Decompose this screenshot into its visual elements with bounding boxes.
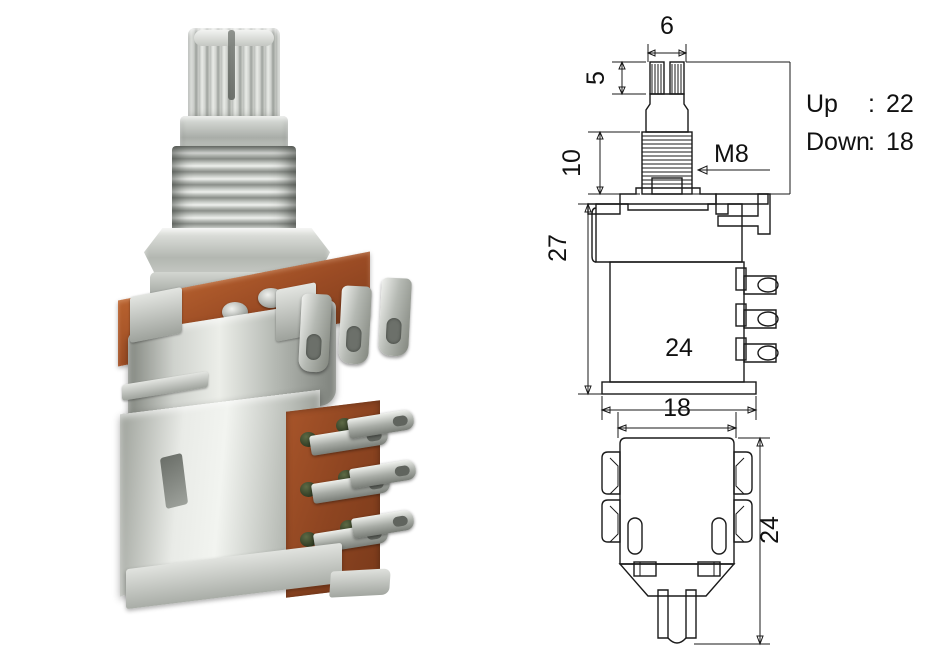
dim-bottom-width: 18 bbox=[663, 394, 691, 422]
dim-total-height: 27 bbox=[544, 234, 572, 262]
shaft-split-slot bbox=[228, 30, 235, 100]
pot-terminal bbox=[337, 285, 373, 365]
dim-bottom-depth: 24 bbox=[756, 516, 784, 544]
pot-terminal bbox=[297, 293, 333, 373]
note-up-separator: : bbox=[868, 90, 875, 118]
dim-shaft-split-height: 5 bbox=[582, 71, 610, 85]
ground-tab bbox=[329, 568, 391, 598]
note-up-value: 22 bbox=[886, 90, 914, 118]
dim-total-width: 24 bbox=[665, 334, 693, 362]
dim-thread-spec: M8 bbox=[714, 140, 749, 168]
dim-thread-length: 10 bbox=[558, 149, 586, 177]
side-elevation-drawing: 6 5 bbox=[544, 12, 791, 420]
bottom-plan-drawing: 18 bbox=[601, 394, 784, 646]
technical-drawings: 6 5 bbox=[470, 0, 950, 665]
stroke-notes: Up : 22 Down : 18 bbox=[806, 90, 914, 156]
note-down-separator: : bbox=[868, 128, 875, 156]
side-view-terminals bbox=[735, 267, 779, 363]
pot-terminal bbox=[377, 277, 413, 357]
note-down-value: 18 bbox=[886, 128, 914, 156]
note-up-label: Up bbox=[806, 90, 838, 118]
note-down-label: Down bbox=[806, 128, 870, 156]
dim-shaft-width: 6 bbox=[660, 12, 674, 40]
potentiometer-photograph bbox=[0, 0, 470, 665]
